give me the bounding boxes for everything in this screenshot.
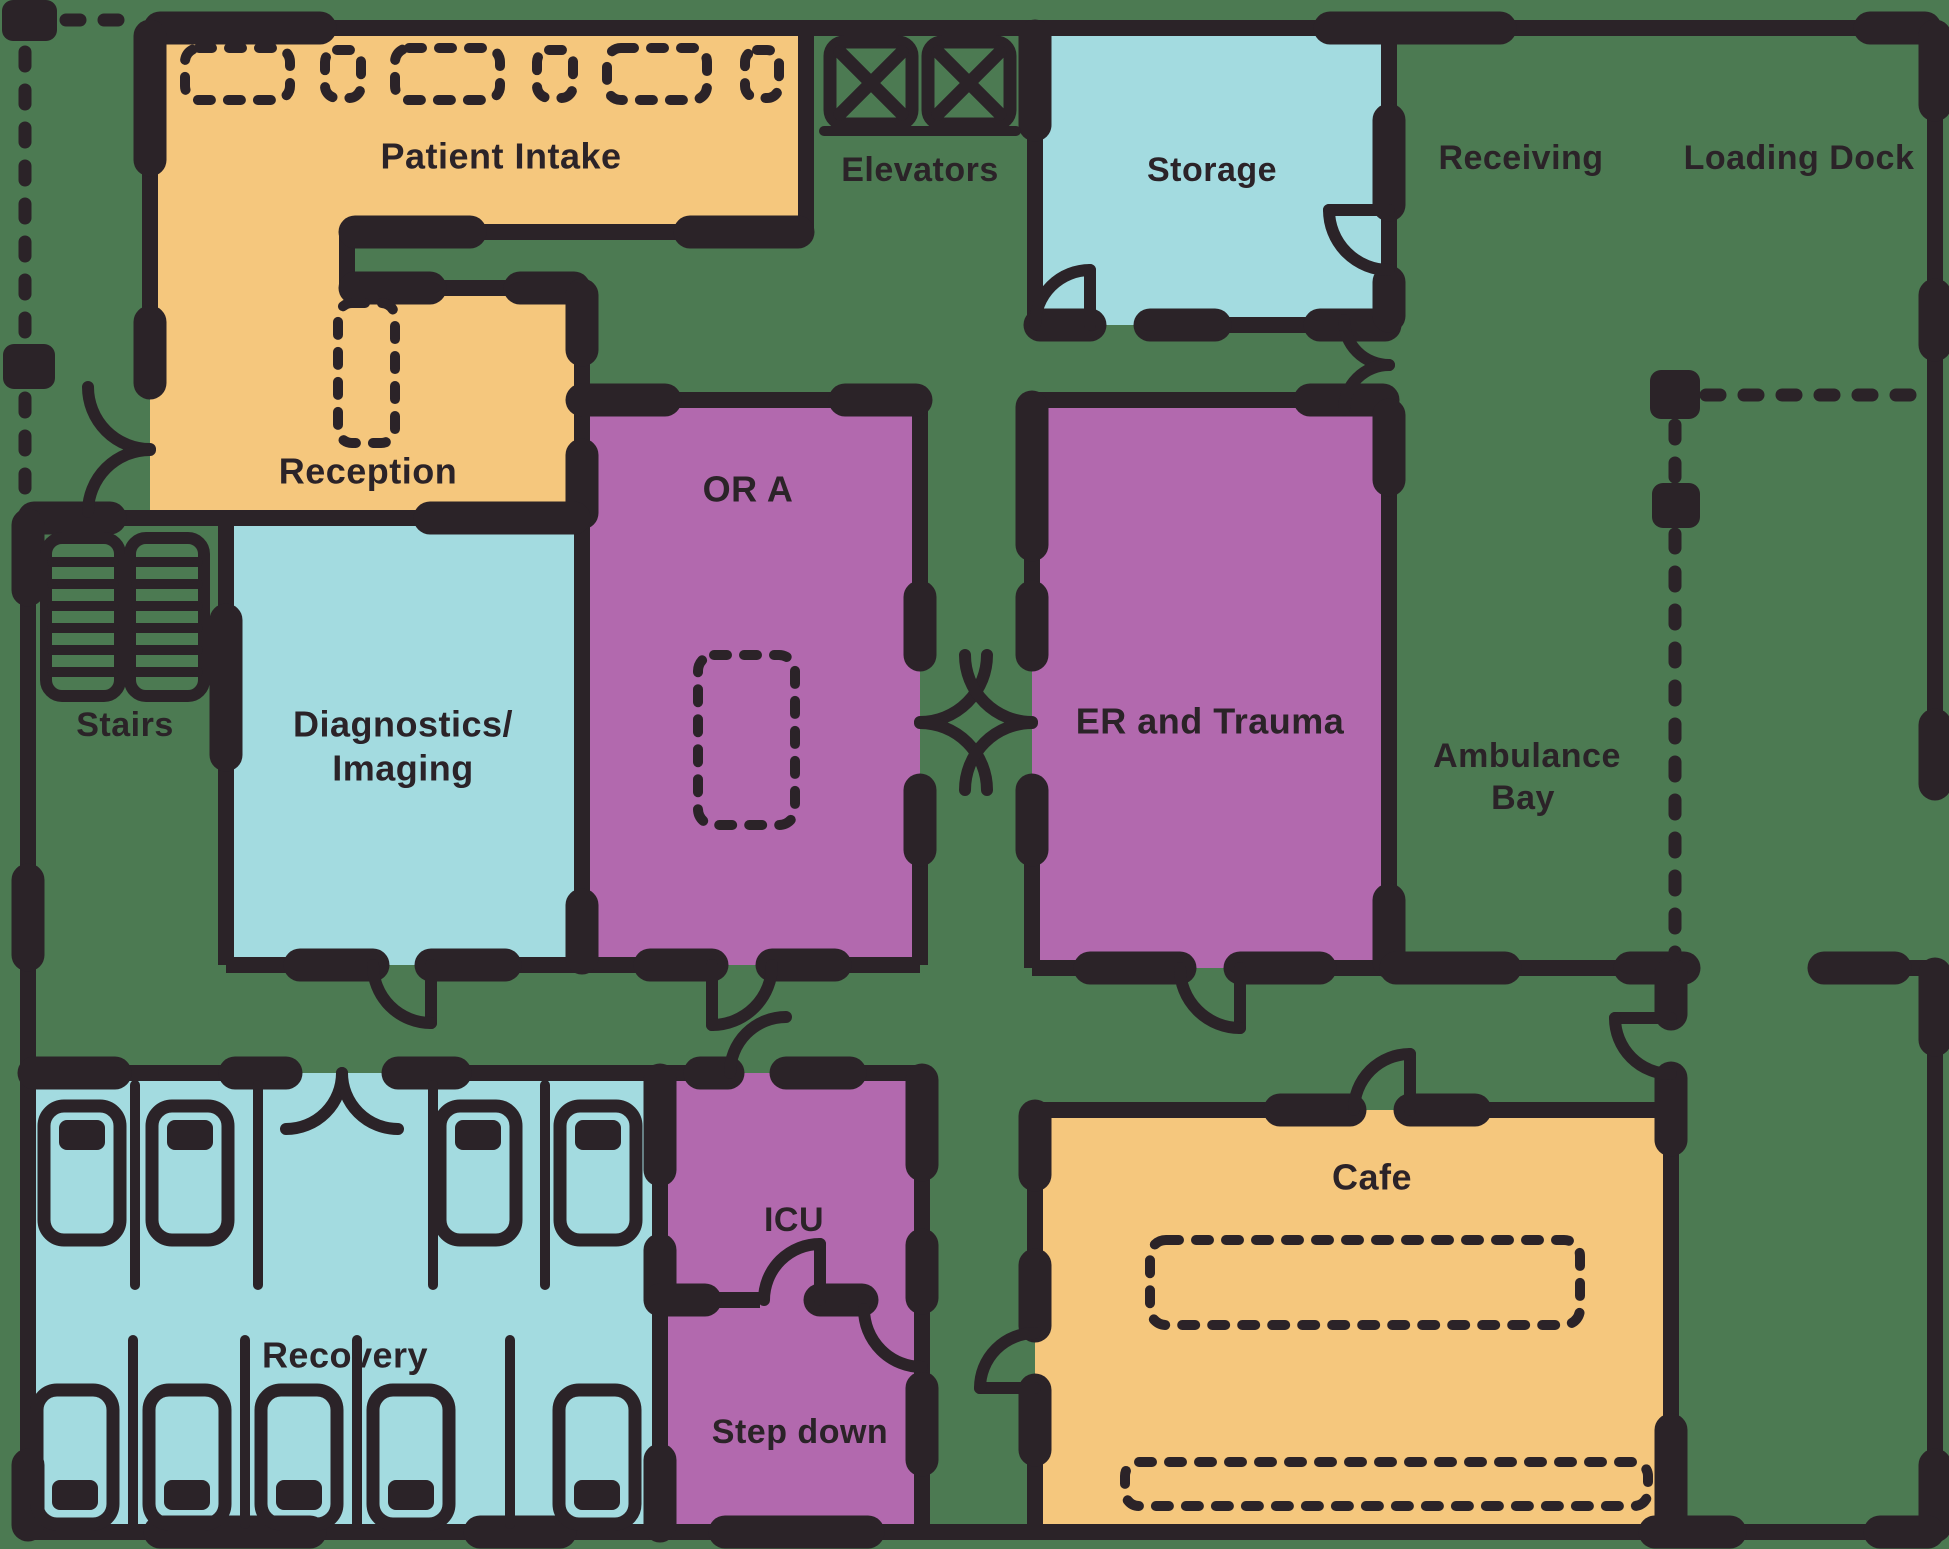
storage-label: Storage xyxy=(1147,151,1277,189)
entrance-route-path xyxy=(18,13,135,513)
waypoint-marker xyxy=(3,344,55,389)
storage-door-icon xyxy=(1029,264,1096,331)
room-labels: Patient Intake Reception Elevators Stora… xyxy=(76,136,1914,1451)
loading-dock-label: Loading Dock xyxy=(1684,139,1915,177)
or-a-label: OR A xyxy=(703,469,794,510)
room-areas xyxy=(28,28,1671,1532)
route-waypoints xyxy=(2,0,1700,528)
waypoint-marker xyxy=(1650,370,1700,419)
waypoint-marker xyxy=(2,0,57,41)
diagnostics-label-line2: Imaging xyxy=(332,748,474,789)
chair-row-icon xyxy=(602,43,712,105)
diagnostics-area xyxy=(226,518,582,965)
bed-icon xyxy=(433,1099,523,1247)
waypoint-marker xyxy=(1652,483,1700,528)
stairs-block xyxy=(40,532,210,702)
ambulance-route-path xyxy=(1668,388,1923,963)
doors xyxy=(82,204,1677,1394)
ambulance-bay-label-line2: Bay xyxy=(1491,779,1555,817)
chair-icon xyxy=(532,45,578,103)
receiving-label: Receiving xyxy=(1438,139,1603,177)
diagnostics-label-line1: Diagnostics/ xyxy=(293,704,513,745)
waiting-chairs xyxy=(180,43,784,105)
elevator-icon xyxy=(921,35,1017,131)
cafe-table-icon xyxy=(1145,1235,1585,1330)
stair-flight-icon xyxy=(124,532,210,702)
cafe-table-icon xyxy=(1120,1457,1653,1511)
chair-icon xyxy=(740,45,784,103)
icu-door-icon xyxy=(724,1011,792,1079)
bed-icon xyxy=(37,1099,127,1247)
step-down-door-icon xyxy=(858,1303,928,1373)
step-down-label: Step down xyxy=(712,1413,888,1451)
or-a-double-door-icon xyxy=(914,649,993,796)
routes xyxy=(2,0,1923,963)
bed-icon xyxy=(145,1099,235,1247)
wall-jambs xyxy=(11,11,1949,1549)
patient-intake-label: Patient Intake xyxy=(380,136,621,177)
chair-row-icon xyxy=(180,43,295,105)
recovery-double-door-icon xyxy=(280,1067,404,1135)
or-a-area xyxy=(582,400,920,965)
reception-label: Reception xyxy=(279,451,458,492)
recovery-label: Recovery xyxy=(262,1335,428,1376)
patient-intake-area xyxy=(150,28,806,518)
cafe-side-door-icon xyxy=(974,1327,1041,1394)
chair-icon xyxy=(320,45,366,103)
operating-table-icon xyxy=(693,650,800,830)
icu-inner-door-icon xyxy=(758,1238,826,1306)
cafe-door-icon xyxy=(1348,1048,1416,1116)
recovery-beds-top xyxy=(37,1099,643,1247)
bed-icon xyxy=(30,1383,120,1531)
cafe-label: Cafe xyxy=(1332,1157,1412,1198)
bay-dividers xyxy=(128,1080,550,1529)
er-double-door-icon xyxy=(959,649,1038,796)
stair-flight-icon xyxy=(40,532,126,702)
recovery-beds-bottom xyxy=(30,1383,642,1531)
stairs-label: Stairs xyxy=(76,706,174,744)
er-trauma-label: ER and Trauma xyxy=(1076,701,1345,742)
er-trauma-area xyxy=(1032,400,1389,968)
diagnostics-door-icon xyxy=(367,959,437,1029)
ambulance-bay-label-line1: Ambulance xyxy=(1433,737,1621,775)
vestibule-door-icon xyxy=(1609,1012,1677,1080)
bed-icon xyxy=(552,1383,642,1531)
or-a-door-icon xyxy=(706,959,778,1031)
er-door-icon xyxy=(1174,962,1246,1034)
bed-icon xyxy=(254,1383,344,1531)
entry-double-door-icon xyxy=(82,381,156,518)
bed-icon xyxy=(553,1099,643,1247)
elevators-block xyxy=(819,35,1021,136)
icu-label: ICU xyxy=(764,1201,824,1239)
storage-side-door-icon xyxy=(1323,204,1395,276)
bed-icon xyxy=(142,1383,232,1531)
reception-desk-icon xyxy=(333,298,400,448)
elevators-label: Elevators xyxy=(841,151,999,189)
bed-icon xyxy=(366,1383,456,1531)
chair-row-icon xyxy=(390,43,505,105)
receiving-double-door-icon xyxy=(1338,314,1395,416)
icu-area xyxy=(660,1073,922,1300)
elevator-icon xyxy=(823,35,919,131)
